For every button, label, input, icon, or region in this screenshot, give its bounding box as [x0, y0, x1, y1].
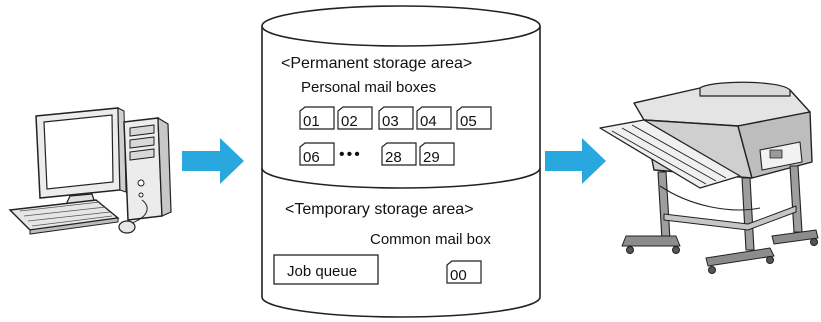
mailbox-folder-icon: 28 — [381, 142, 417, 166]
mailbox-folder-icon: 02 — [337, 106, 373, 130]
mailbox-row-1: 01 02 03 04 05 — [299, 106, 492, 130]
mailbox-number: 01 — [303, 113, 320, 130]
mailbox-number: 00 — [450, 267, 467, 284]
mailbox-number: 03 — [382, 113, 399, 130]
desktop-computer-icon — [8, 107, 172, 235]
storage-cylinder — [261, 5, 541, 318]
mailbox-folder-icon: 06 — [299, 142, 335, 166]
right-arrow-icon — [545, 138, 606, 184]
mailbox-number: 02 — [341, 113, 358, 130]
job-queue-box: Job queue — [273, 254, 379, 285]
mailbox-number: 29 — [423, 149, 440, 166]
ellipsis: ••• — [339, 146, 362, 163]
permanent-area-title: <Permanent storage area> — [281, 55, 472, 72]
mailbox-folder-icon: 01 — [299, 106, 335, 130]
mailbox-folder-icon: 05 — [456, 106, 492, 130]
mailbox-number: 05 — [460, 113, 477, 130]
mailbox-folder-icon: 03 — [378, 106, 414, 130]
large-format-printer-icon — [599, 81, 819, 274]
mailbox-number: 04 — [420, 113, 437, 130]
common-mail-box-label: Common mail box — [370, 231, 491, 248]
mailbox-row-2: 06 ••• 28 29 — [299, 142, 455, 166]
mailbox-number: 28 — [385, 149, 402, 166]
mailbox-number: 06 — [303, 149, 320, 166]
right-arrow-icon — [182, 138, 244, 184]
personal-mail-boxes-label: Personal mail boxes — [301, 79, 436, 96]
mailbox-folder-icon: 00 — [446, 260, 482, 284]
mailbox-folder-icon: 29 — [419, 142, 455, 166]
job-queue-label: Job queue — [287, 263, 357, 280]
temporary-area-title: <Temporary storage area> — [285, 201, 474, 218]
cylinder-divider — [261, 167, 541, 189]
mailbox-folder-icon: 04 — [416, 106, 452, 130]
